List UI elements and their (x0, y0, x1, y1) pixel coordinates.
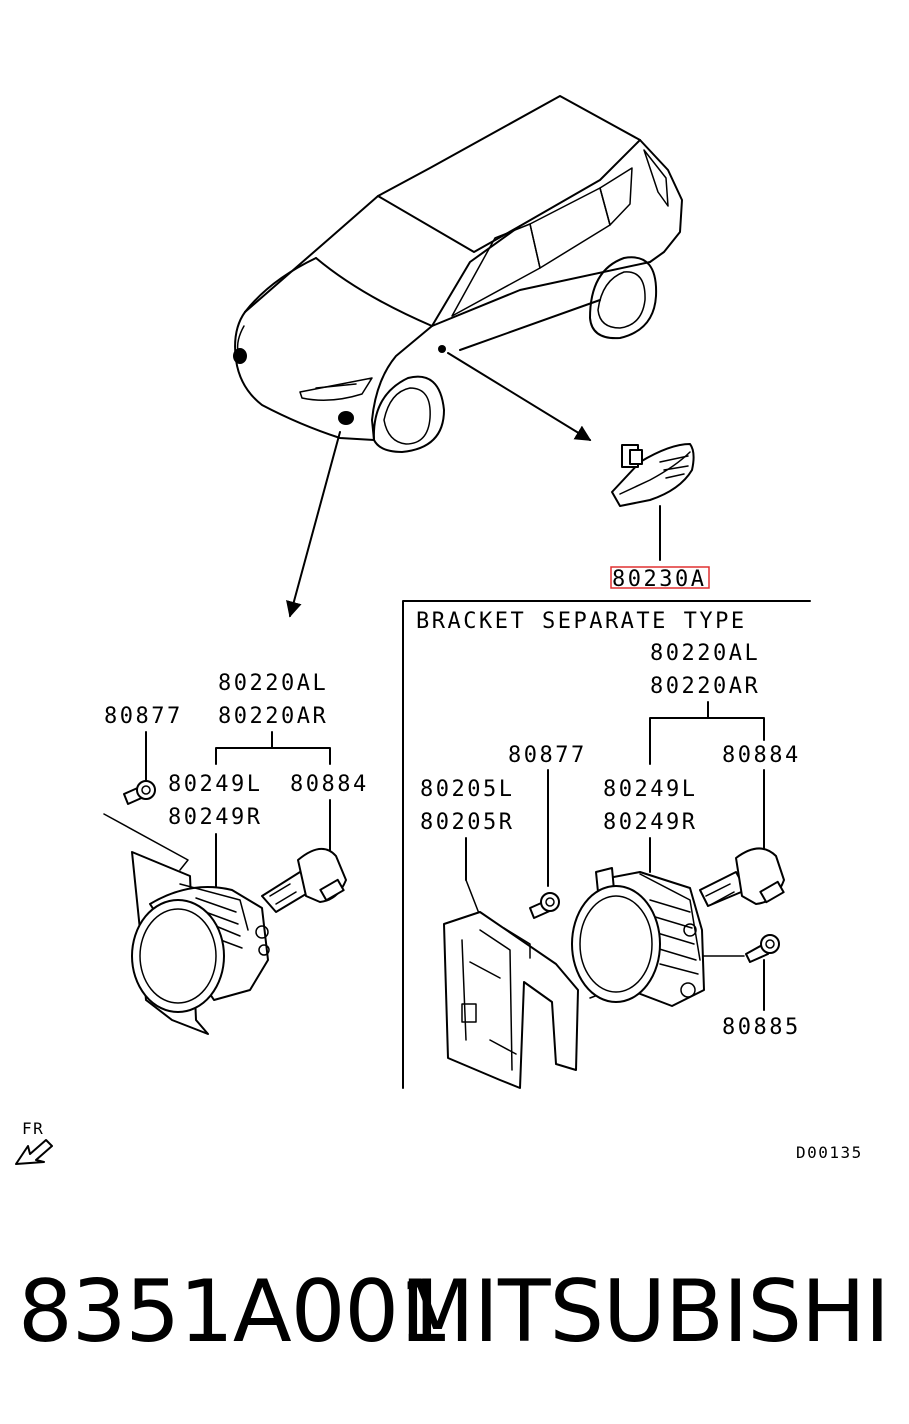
label-left-lamp-body-l[interactable]: 80249L (168, 772, 262, 797)
label-right-lamp-assy-r[interactable]: 80220AR (650, 674, 760, 699)
label-right-lamp-body-r[interactable]: 80249R (603, 810, 697, 835)
arrow-to-side-lamp (447, 352, 592, 441)
label-right-bolt[interactable]: 80877 (508, 743, 587, 768)
highlight-box (610, 566, 710, 589)
bracket-separate-labels: BRACKET SEPARATE TYPE 80220AL 80220AR 80… (416, 609, 801, 1040)
label-right-bulb[interactable]: 80884 (722, 743, 801, 768)
callout-arrows (286, 352, 592, 618)
label-bracket-separate-heading[interactable]: BRACKET SEPARATE TYPE (416, 609, 747, 634)
label-bracket-l[interactable]: 80205L (420, 777, 514, 802)
left-fog-lamp-labels: 80220AL 80220AR 80877 80249L 80249R 8088… (104, 671, 369, 830)
brand-name: MITSUBISHI (400, 1262, 890, 1362)
label-right-screw[interactable]: 80885 (722, 1015, 801, 1040)
label-left-lamp-body-r[interactable]: 80249R (168, 805, 262, 830)
bracket-separate-frame (402, 600, 811, 1089)
bracket-separate-illustration (443, 847, 785, 1089)
arrow-to-fog-lamp (286, 431, 341, 618)
part-number: 8351A001 (18, 1262, 453, 1362)
label-bracket-r[interactable]: 80205R (420, 810, 514, 835)
label-left-bolt[interactable]: 80877 (104, 704, 183, 729)
label-right-lamp-assy-l[interactable]: 80220AL (650, 641, 760, 666)
label-left-bulb[interactable]: 80884 (290, 772, 369, 797)
label-right-lamp-body-l[interactable]: 80249L (603, 777, 697, 802)
front-direction-indicator: FR (15, 1119, 53, 1165)
left-fog-lamp-illustration (123, 780, 347, 1035)
fr-label: FR (22, 1119, 44, 1138)
label-left-lamp-assy-l[interactable]: 80220AL (218, 671, 328, 696)
diagram-code: D00135 (796, 1143, 863, 1162)
footer: 8351A001 MITSUBISHI (0, 1262, 909, 1372)
left-fog-lamp-leaders (103, 731, 331, 891)
vehicle-illustration (233, 95, 683, 453)
label-left-lamp-assy-r[interactable]: 80220AR (218, 704, 328, 729)
front-arrow-icon (15, 1139, 53, 1165)
side-turn-lamp-illustration (611, 443, 695, 561)
